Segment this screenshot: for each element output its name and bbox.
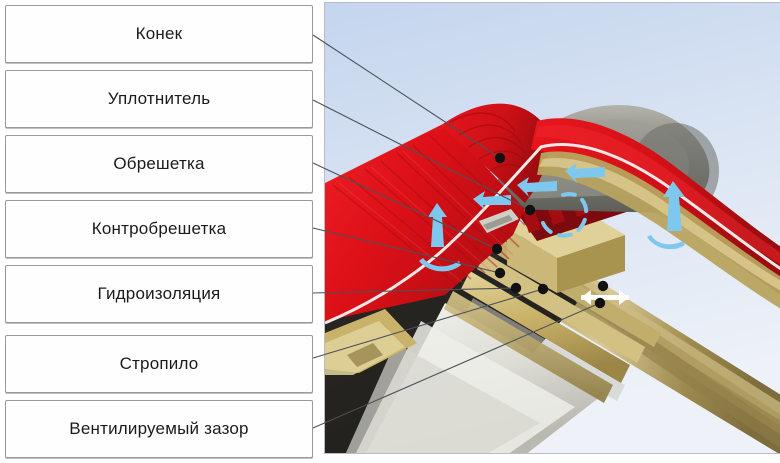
roof-illustration (325, 3, 780, 453)
roof-illustration-panel (324, 2, 780, 454)
fascia-board-right (537, 151, 780, 309)
legend-item-stropilo[interactable]: Стропило (5, 335, 313, 393)
legend-item-kontrobreshetka[interactable]: Контробрешетка (5, 200, 313, 258)
legend-label-stropilo: Стропило (119, 353, 199, 373)
legend-item-obreshetka[interactable]: Обрешетка (5, 135, 313, 193)
legend-item-ventiliruemyy-zazor[interactable]: Вентилируемый зазор (5, 400, 313, 458)
legend-column: Конек Уплотнитель Обрешетка Контробрешет… (0, 0, 318, 463)
legend-item-uplotnitel[interactable]: Уплотнитель (5, 70, 313, 128)
legend-label-kontrobreshetka: Контробрешетка (91, 218, 227, 238)
legend-item-konek[interactable]: Конек (5, 5, 313, 63)
legend-label-obreshetka: Обрешетка (113, 153, 205, 173)
legend-label-uplotnitel: Уплотнитель (107, 88, 211, 108)
legend-label-konek: Конек (135, 23, 183, 43)
legend-label-gidroizolyaciya: Гидроизоляция (97, 283, 221, 303)
airflow-circulation-icon (541, 192, 589, 238)
airflow-ridge-right-icon (565, 163, 605, 183)
legend-label-ventiliruemyy-zazor: Вентилируемый зазор (69, 418, 249, 438)
legend-item-gidroizolyaciya[interactable]: Гидроизоляция (5, 265, 313, 323)
ventilation-gap-arrow (581, 290, 629, 305)
airflow-right-slope-icon (647, 181, 685, 250)
